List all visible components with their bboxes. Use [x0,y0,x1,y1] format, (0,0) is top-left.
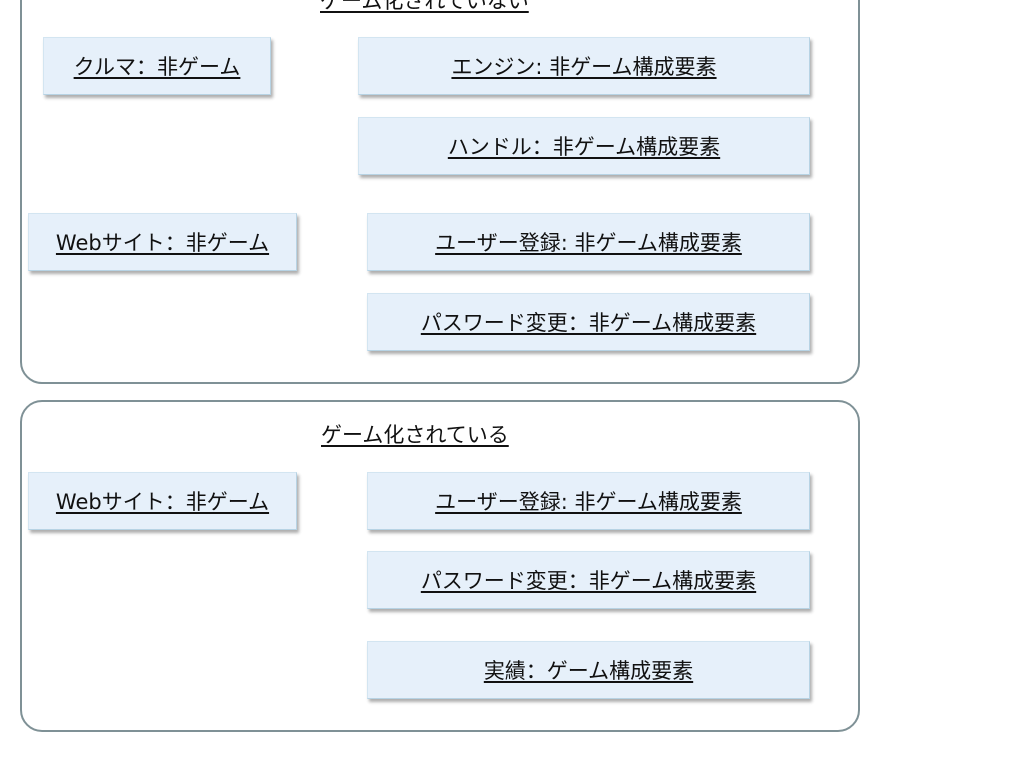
node-user-registration-gamified: ユーザー登録: 非ゲーム構成要素 [367,472,810,530]
node-car: クルマ：非ゲーム [43,37,271,95]
node-achievements: 実績：ゲーム構成要素 [367,641,810,699]
node-password-change-not-gamified: パスワード変更：非ゲーム構成要素 [367,293,810,351]
panel-title-gamified: ゲーム化されている [321,423,509,447]
node-password-change-gamified: パスワード変更：非ゲーム構成要素 [367,551,810,609]
panel-title-not-gamified: ゲーム化されていない [320,0,529,13]
node-user-registration-not-gamified: ユーザー登録: 非ゲーム構成要素 [367,213,810,271]
node-website-not-gamified: Webサイト：非ゲーム [28,213,297,271]
node-website-gamified: Webサイト：非ゲーム [28,472,297,530]
node-engine: エンジン: 非ゲーム構成要素 [358,37,810,95]
node-steering-wheel: ハンドル：非ゲーム構成要素 [358,117,810,175]
